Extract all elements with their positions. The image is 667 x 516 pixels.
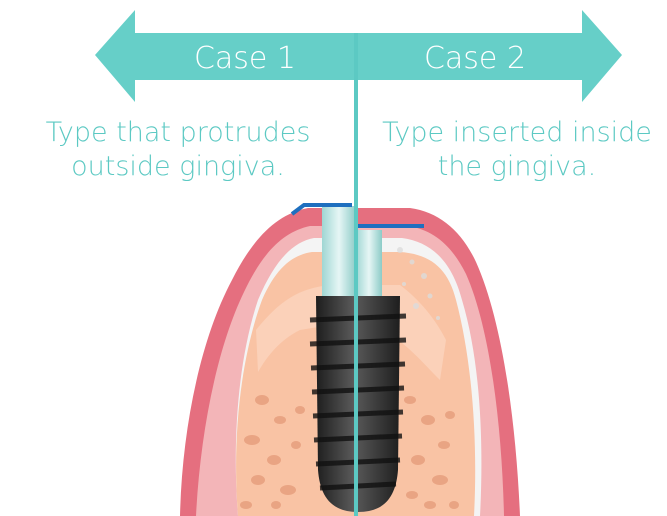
center-divider	[354, 33, 358, 516]
case1-caption-line2: outside gingiva.	[8, 150, 348, 184]
case2-abutment	[356, 230, 382, 298]
case2-label: Case 2	[395, 41, 555, 77]
case1-caption-line1: Type that protrudes	[8, 116, 348, 150]
case1-caption: Type that protrudes outside gingiva.	[8, 116, 348, 184]
case2-caption-line2: the gingiva.	[362, 150, 667, 184]
case2-caption: Type inserted inside the gingiva.	[362, 116, 667, 184]
case1-label: Case 1	[170, 41, 320, 77]
case1-abutment	[322, 206, 356, 298]
case2-caption-line1: Type inserted inside	[362, 116, 667, 150]
